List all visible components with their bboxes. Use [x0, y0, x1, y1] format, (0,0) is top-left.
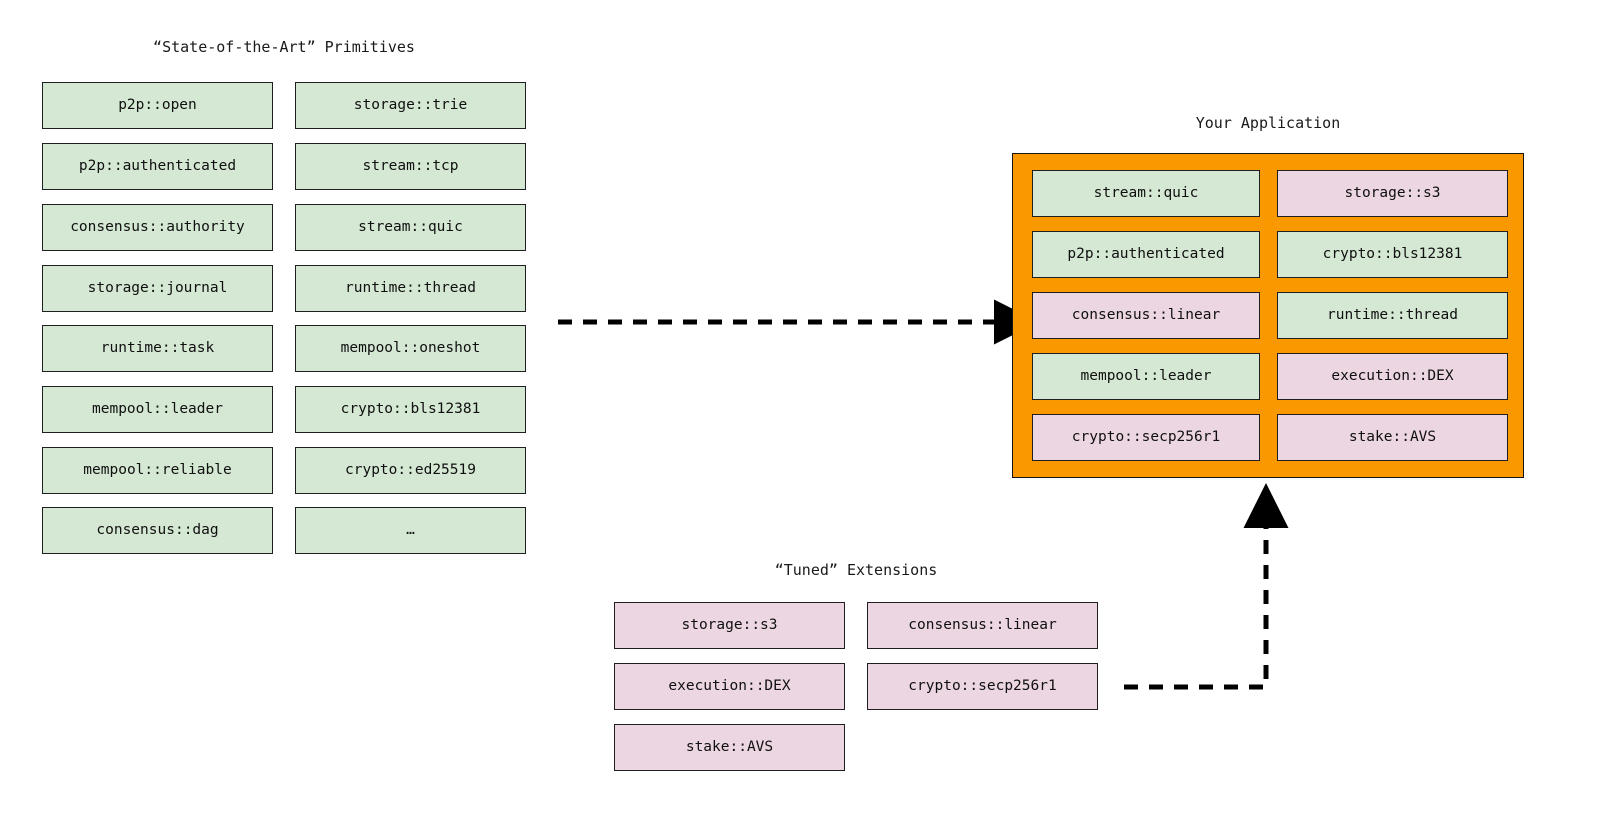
application-chip[interactable]: crypto::bls12381	[1277, 231, 1508, 278]
application-chip[interactable]: execution::DEX	[1277, 353, 1508, 400]
extension-chip[interactable]: crypto::secp256r1	[867, 663, 1098, 710]
extension-chip[interactable]: stake::AVS	[614, 724, 845, 771]
application-chip[interactable]: p2p::authenticated	[1032, 231, 1260, 278]
primitive-chip[interactable]: storage::journal	[42, 265, 273, 312]
application-chip[interactable]: consensus::linear	[1032, 292, 1260, 339]
primitive-chip[interactable]: …	[295, 507, 526, 554]
primitive-chip[interactable]: mempool::reliable	[42, 447, 273, 494]
primitive-chip[interactable]: runtime::task	[42, 325, 273, 372]
application-chip[interactable]: crypto::secp256r1	[1032, 414, 1260, 461]
primitive-chip[interactable]: consensus::authority	[42, 204, 273, 251]
extensions-section-title: “Tuned” Extensions	[774, 561, 938, 579]
primitive-chip[interactable]: runtime::thread	[295, 265, 526, 312]
extension-chip[interactable]: execution::DEX	[614, 663, 845, 710]
application-chip[interactable]: stream::quic	[1032, 170, 1260, 217]
application-chip[interactable]: mempool::leader	[1032, 353, 1260, 400]
primitive-chip[interactable]: p2p::authenticated	[42, 143, 273, 190]
primitive-chip[interactable]: crypto::bls12381	[295, 386, 526, 433]
primitive-chip[interactable]: p2p::open	[42, 82, 273, 129]
application-section-title: Your Application	[1195, 114, 1341, 132]
primitive-chip[interactable]: stream::quic	[295, 204, 526, 251]
extension-chip[interactable]: consensus::linear	[867, 602, 1098, 649]
application-chip[interactable]: storage::s3	[1277, 170, 1508, 217]
primitive-chip[interactable]: storage::trie	[295, 82, 526, 129]
primitive-chip[interactable]: mempool::oneshot	[295, 325, 526, 372]
primitive-chip[interactable]: crypto::ed25519	[295, 447, 526, 494]
primitive-chip[interactable]: consensus::dag	[42, 507, 273, 554]
primitive-chip[interactable]: stream::tcp	[295, 143, 526, 190]
application-chip[interactable]: stake::AVS	[1277, 414, 1508, 461]
arrow-extensions-to-application	[1124, 483, 1289, 690]
application-chip[interactable]: runtime::thread	[1277, 292, 1508, 339]
primitives-section-title: “State-of-the-Art” Primitives	[153, 38, 415, 56]
extension-chip[interactable]: storage::s3	[614, 602, 845, 649]
primitive-chip[interactable]: mempool::leader	[42, 386, 273, 433]
